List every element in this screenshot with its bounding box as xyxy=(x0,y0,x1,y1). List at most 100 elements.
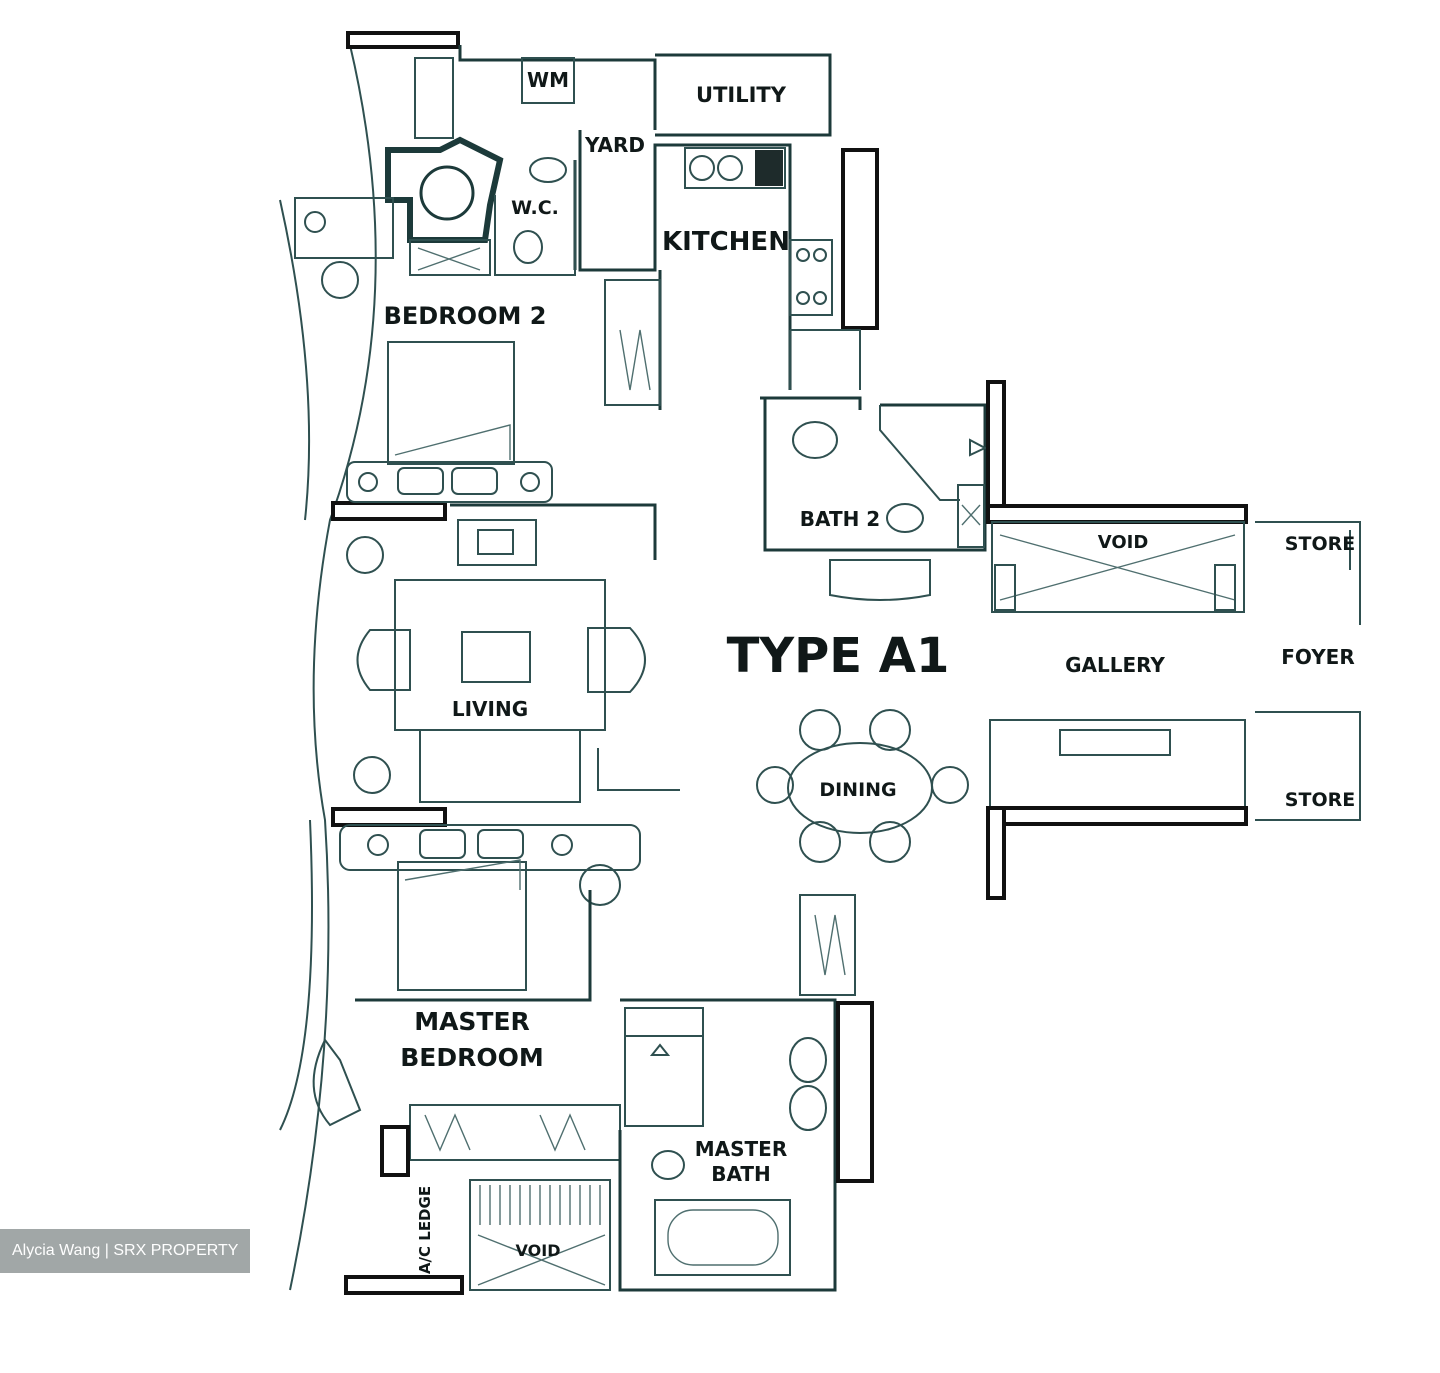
bed2-bottom-wall xyxy=(450,503,657,560)
desk-chair xyxy=(321,261,359,299)
void-bottom-cross xyxy=(477,1234,606,1286)
facade-panel-mid xyxy=(331,501,447,521)
label-wm: WM xyxy=(527,68,569,92)
master-bath-tap xyxy=(649,1043,671,1056)
tv xyxy=(477,529,514,555)
label-store-top: STORE xyxy=(1285,533,1355,555)
plant-bottom xyxy=(353,756,391,794)
gallery-wall-lower xyxy=(986,806,1006,900)
master-bed-room-inner xyxy=(355,890,592,1002)
plant-top xyxy=(346,536,384,574)
master-bath-shower-bar xyxy=(624,1007,704,1037)
dining-chair-4 xyxy=(869,821,911,863)
kitchen-sink-counter xyxy=(684,147,786,189)
living-wall-step xyxy=(597,748,680,791)
void-top xyxy=(991,521,1245,613)
dining-chair-1 xyxy=(799,709,841,751)
master-wardrobe xyxy=(409,1104,621,1161)
bath2-partition xyxy=(879,405,960,501)
bath2-door-swing xyxy=(829,559,931,601)
gallery-beam-bottom xyxy=(986,806,1248,826)
bathtub xyxy=(654,1199,791,1276)
master-bed-sheet xyxy=(404,859,521,890)
bed2-wardrobe-hangers xyxy=(619,329,651,391)
burner-1 xyxy=(796,248,810,262)
burner-2 xyxy=(813,248,827,262)
label-yard: YARD xyxy=(584,133,645,157)
label-master-bedroom-1: MASTER xyxy=(414,1007,530,1036)
sink-left xyxy=(689,155,715,181)
gallery-wall-upper xyxy=(986,380,1006,524)
drain-board xyxy=(755,150,783,186)
label-bath-2: BATH 2 xyxy=(800,507,880,531)
wc-toilet xyxy=(513,230,543,264)
master-bath-window xyxy=(836,1001,874,1183)
master-bath-wall xyxy=(618,998,837,1292)
master-chair xyxy=(579,864,621,906)
label-void-bottom: VOID xyxy=(516,1241,561,1260)
armchair-left xyxy=(356,629,411,691)
gallery-console xyxy=(989,719,1246,813)
label-store-bottom: STORE xyxy=(1285,789,1355,811)
gallery-beam-top xyxy=(986,504,1248,524)
facade-panel-bottom xyxy=(344,1275,464,1295)
window-top xyxy=(414,57,454,139)
watermark-badge: Alycia Wang | SRX PROPERTY xyxy=(0,1229,250,1273)
study-desk xyxy=(294,197,394,259)
coffee-table xyxy=(461,631,531,683)
wc-basin xyxy=(529,157,567,183)
bathtub-inner xyxy=(667,1209,779,1266)
armchair-right xyxy=(587,627,646,693)
wardrobe2-hangers xyxy=(814,914,846,976)
curved-facade-inner-lower xyxy=(279,819,313,1131)
facade-panel-lower xyxy=(331,807,447,827)
store-top-wall xyxy=(1255,521,1361,625)
master-pillow-2 xyxy=(477,829,524,859)
label-dining: DINING xyxy=(819,779,896,801)
bed2-bed xyxy=(387,341,515,465)
master-bed xyxy=(397,861,527,991)
washing-machine-box xyxy=(521,57,575,104)
master-lounge-chair xyxy=(312,1038,362,1127)
bed2-lamp-right xyxy=(520,472,540,492)
dining-chair-2 xyxy=(869,709,911,751)
pillow-1 xyxy=(397,467,444,495)
void-bottom xyxy=(469,1179,611,1291)
void-top-post-r xyxy=(1214,564,1236,611)
label-wc: W.C. xyxy=(511,197,559,219)
bed2-wardrobe xyxy=(604,279,661,406)
bath2-basin xyxy=(792,421,838,459)
label-kitchen: KITCHEN xyxy=(662,227,790,257)
bed2-headboard xyxy=(346,461,553,503)
pillow-2 xyxy=(451,467,498,495)
curved-facade-inner xyxy=(279,199,311,521)
facade-panel-top xyxy=(346,31,460,49)
curved-facade-outer xyxy=(289,44,377,1291)
master-headboard xyxy=(339,824,641,871)
master-basin-2 xyxy=(789,1085,827,1131)
void-bottom-grille xyxy=(479,1185,601,1225)
wc-wall xyxy=(385,136,504,243)
bath2-tap xyxy=(969,438,988,457)
dining-chair-5 xyxy=(756,766,794,804)
upper-wall xyxy=(458,45,832,137)
desk-lamp xyxy=(304,211,326,233)
store-bottom-wall xyxy=(1255,711,1361,821)
bath2-toilet xyxy=(886,503,924,533)
master-bath-shower xyxy=(624,1035,704,1127)
bath2-shower-cross xyxy=(961,504,981,526)
console-top xyxy=(1059,729,1171,756)
master-basin-1 xyxy=(789,1037,827,1083)
void-top-post-l xyxy=(994,564,1016,611)
kitchen-lower-wall xyxy=(789,329,861,390)
label-void-top: VOID xyxy=(1098,532,1149,553)
kitchen-window-panel xyxy=(841,148,879,330)
burner-4 xyxy=(813,291,827,305)
master-wardrobe-2 xyxy=(799,894,856,996)
wc-shower xyxy=(409,239,491,276)
tv-console xyxy=(457,519,537,566)
plan-title: TYPE A1 xyxy=(727,628,950,684)
master-column xyxy=(380,1125,410,1177)
label-utility: UTILITY xyxy=(696,83,787,107)
